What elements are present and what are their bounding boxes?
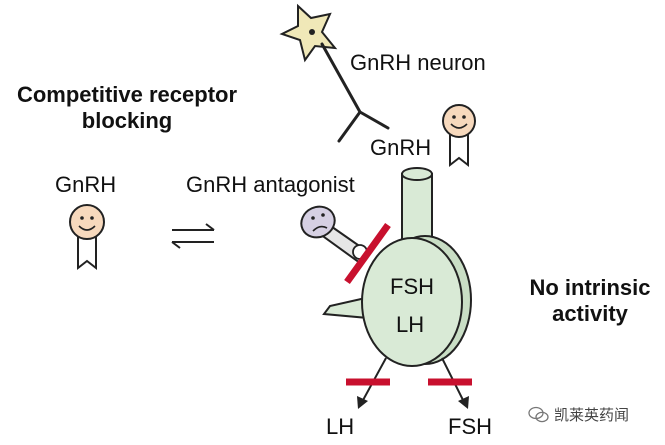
gonadotroph-cell [322,167,472,367]
output-label-lh: LH [326,414,355,439]
gnrh-face-right [442,104,476,168]
label-gnrh-neuron: GnRH neuron [350,50,486,75]
fsh-output-arrow [428,357,472,409]
gnrh-neuron [279,3,390,143]
equilibrium-arrows-icon [171,223,215,249]
gnrh-face-left [69,204,105,271]
cell-label-lh: LH [396,312,425,337]
neuron-nucleus [309,29,315,35]
output-label-fsh: FSH [448,414,492,439]
heading-no-intrinsic-activity: No intrinsic activity [520,275,660,327]
heading-left-line-2: blocking [81,108,173,133]
label-gnrh-right: GnRH [370,135,432,160]
wechat-icon [528,406,549,422]
label-gnrh-left: GnRH [55,172,117,197]
heading-left-line-1: Competitive receptor [16,82,238,107]
label-gnrh-antagonist: GnRH antagonist [186,172,355,197]
heading-right-line-1: No intrinsic [529,275,651,300]
neuron-axon [320,42,390,143]
heading-right-line-2: activity [552,301,628,326]
heading-competitive-blocking: Competitive receptor blocking [2,82,252,134]
receptor-block-bar [344,222,391,285]
watermark: 凯莱英药闻 [528,404,629,425]
gnrh-antagonist [300,205,370,265]
lh-output-arrow [346,357,390,409]
watermark-text: 凯莱英药闻 [554,407,630,424]
cell-label-fsh: FSH [390,274,434,299]
cell-body [361,237,463,367]
